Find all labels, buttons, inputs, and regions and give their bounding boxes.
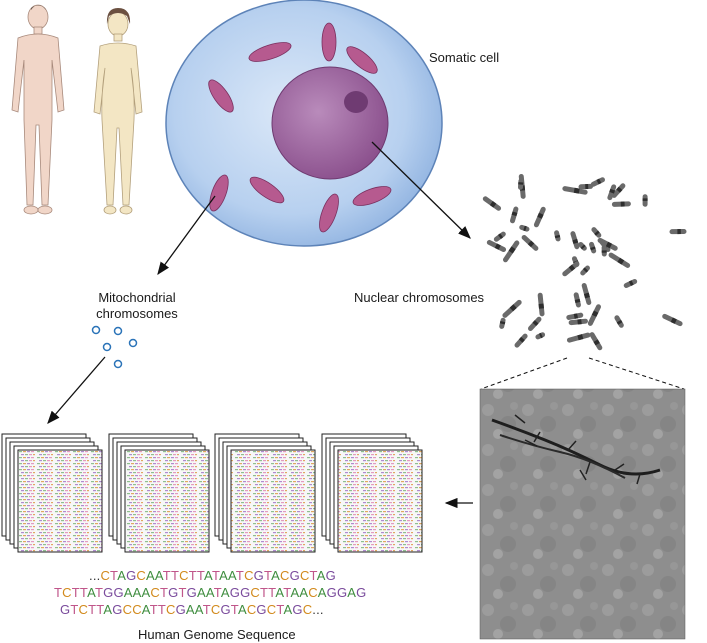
chromosome (519, 224, 531, 232)
chromosome (561, 260, 580, 277)
nucleus (272, 67, 388, 179)
chromosome (501, 299, 522, 319)
nuclear-chromosomes-label: Nuclear chromosomes (354, 290, 484, 306)
page-stack (215, 434, 315, 552)
chromosome (612, 201, 631, 207)
sequence-line-2: TCTTATGGAAACTGTGAATAGGCTTATAACAGGAG (54, 584, 366, 601)
chromosome (588, 241, 596, 254)
chromosome (518, 178, 524, 190)
chromosome (533, 206, 546, 228)
zoom-line-right (589, 358, 684, 389)
page-stack (322, 434, 422, 552)
chromosome-spread (482, 174, 687, 351)
sequence-line-1: ...CTAGCAATTCTTATAATCGTACGCTAG (89, 567, 336, 584)
genome-page-stacks (2, 434, 422, 552)
nucleolus (344, 91, 368, 113)
chromosome (587, 303, 602, 326)
chromosome (566, 332, 591, 343)
arrow-to-mito (158, 196, 215, 274)
chromosome (570, 231, 580, 250)
somatic-cell (166, 0, 442, 246)
chromosome (643, 194, 648, 207)
chromosome (608, 252, 631, 269)
chromosome (661, 313, 683, 327)
chromosome (573, 292, 581, 308)
mitochondrial-label-line2: chromosomes (82, 306, 192, 322)
page-stack (109, 434, 209, 552)
genome-caption: Human Genome Sequence (138, 627, 296, 643)
male-figure-icon (12, 5, 64, 214)
chromosome (613, 314, 624, 328)
chromosome (513, 333, 528, 349)
chromosome (537, 293, 544, 317)
chromosome (499, 317, 506, 329)
chromosome (669, 229, 686, 234)
chromosome (602, 245, 607, 257)
chromosome (554, 230, 561, 242)
zoom-line-left (481, 358, 567, 389)
chromosome (482, 195, 502, 211)
mitochondrial-label: Mitochondrial chromosomes (82, 290, 192, 322)
sequence-line-3: GTCTTAGCCATTCGAATCGTACGCTAGC... (60, 601, 324, 618)
chromosome (521, 234, 540, 252)
chromosome (535, 331, 546, 340)
page-stack (2, 434, 102, 552)
mito-dna-circles (93, 327, 137, 368)
chromosome (579, 265, 591, 277)
chromosome (589, 331, 604, 351)
somatic-cell-label: Somatic cell (429, 50, 499, 66)
mitochondrial-label-line1: Mitochondrial (82, 290, 192, 306)
chromosome (581, 282, 592, 305)
chromosome (590, 226, 602, 239)
chromosome (509, 206, 519, 224)
chromosome (578, 184, 593, 190)
female-figure-icon (94, 8, 142, 214)
chromosome (623, 278, 638, 289)
chromosome (527, 316, 543, 332)
chromosome (493, 231, 507, 243)
arrow-to-pages (48, 357, 105, 423)
dna-micrograph (480, 389, 685, 639)
